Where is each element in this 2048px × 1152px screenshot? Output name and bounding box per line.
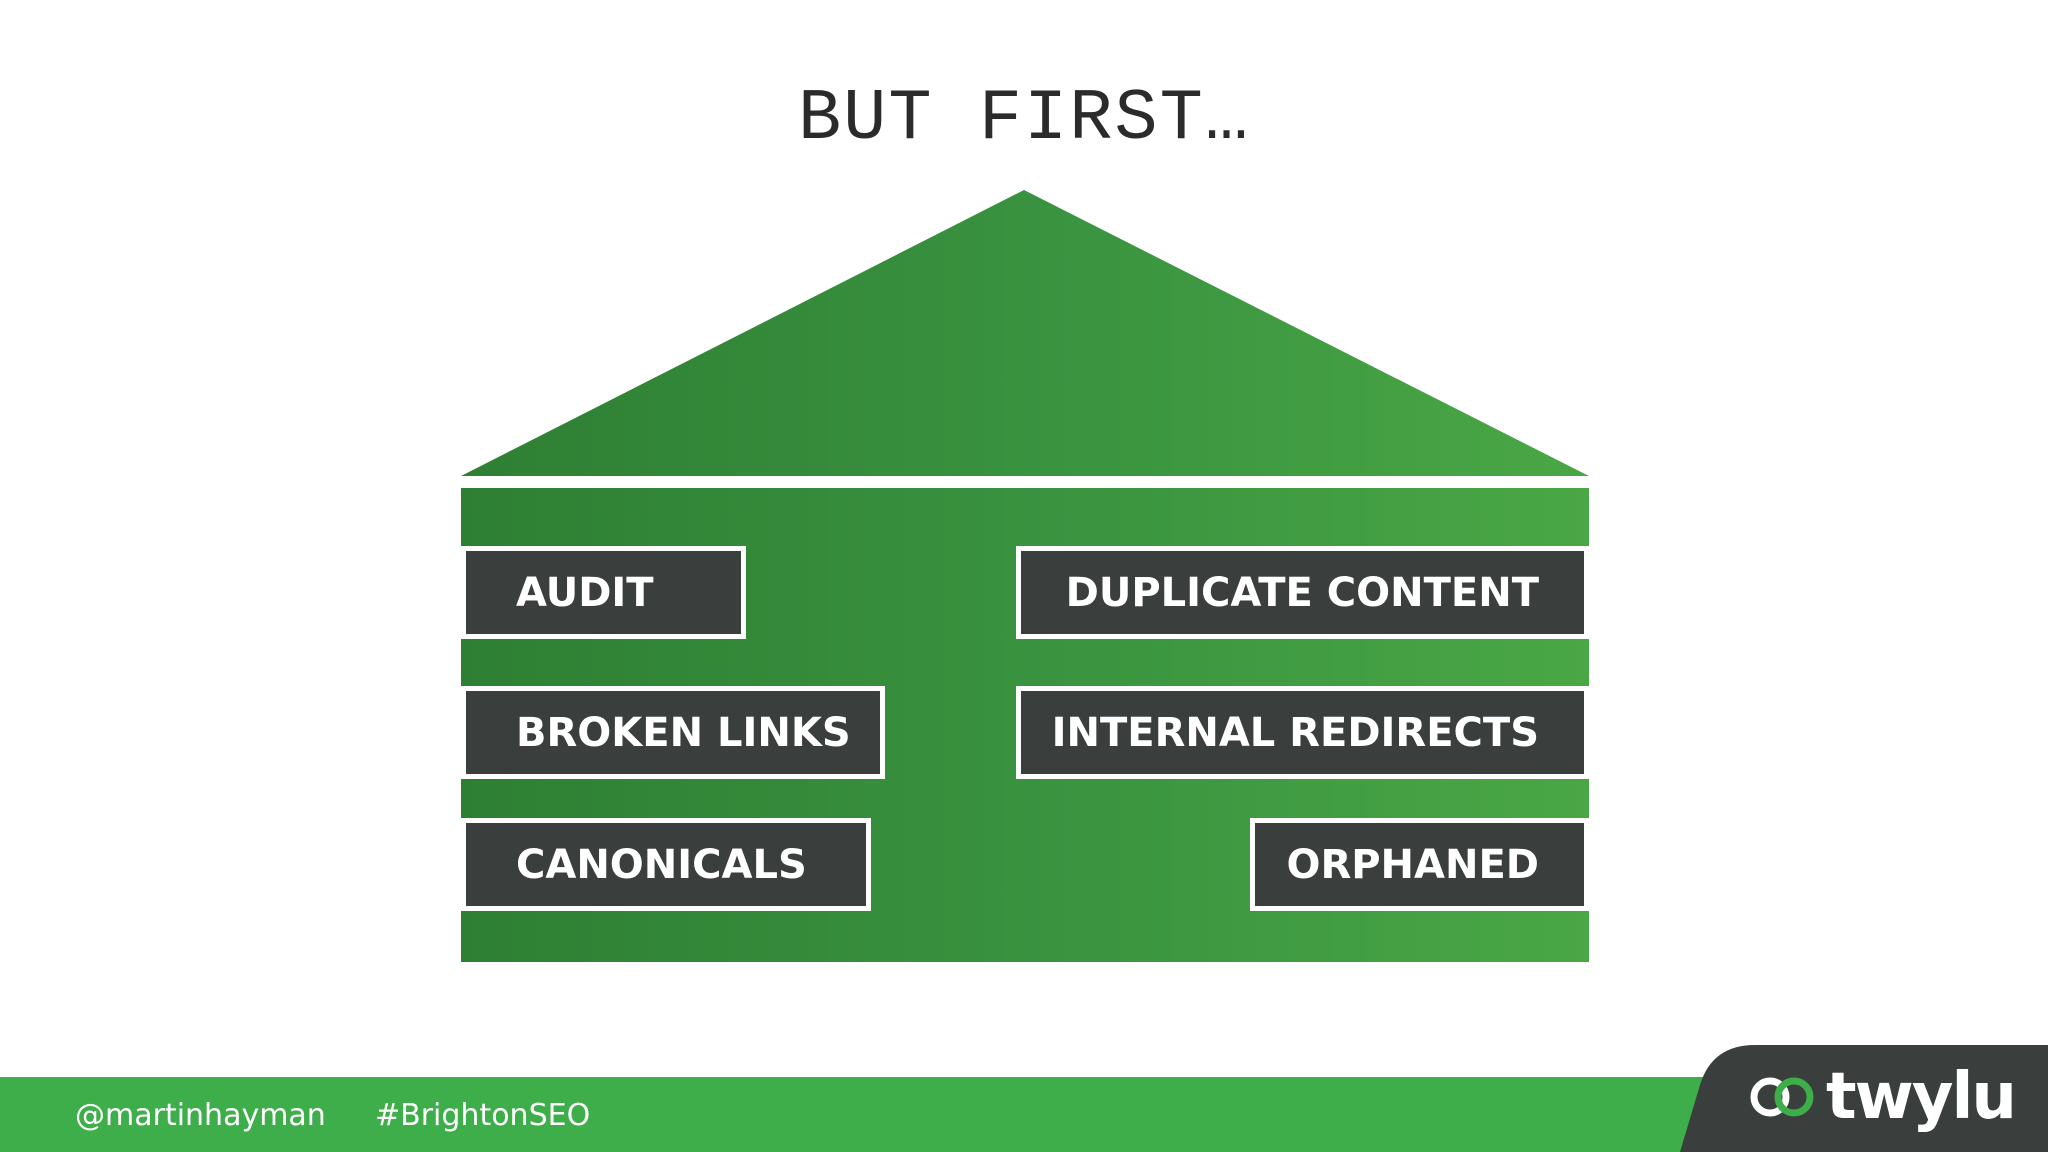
tag-canonicals: CANONICALS — [461, 818, 871, 911]
footer-hashtag: #BrightonSEO — [375, 1098, 591, 1133]
footer-handle: @martinhayman — [75, 1098, 326, 1133]
house-roof — [461, 190, 1589, 476]
link-rings-icon — [1750, 1077, 1814, 1117]
tag-internal-redirects: INTERNAL REDIRECTS — [1016, 686, 1589, 779]
tag-orphaned: ORPHANED — [1250, 818, 1589, 911]
footer-logo-tab — [1680, 1045, 2048, 1152]
footer-logo: twylu — [1826, 1060, 2017, 1134]
slide-title: BUT FIRST… — [797, 78, 1251, 160]
tag-audit: AUDIT — [461, 546, 746, 639]
tag-broken-links: BROKEN LINKS — [461, 686, 885, 779]
tag-duplicate-content: DUPLICATE CONTENT — [1016, 546, 1589, 639]
